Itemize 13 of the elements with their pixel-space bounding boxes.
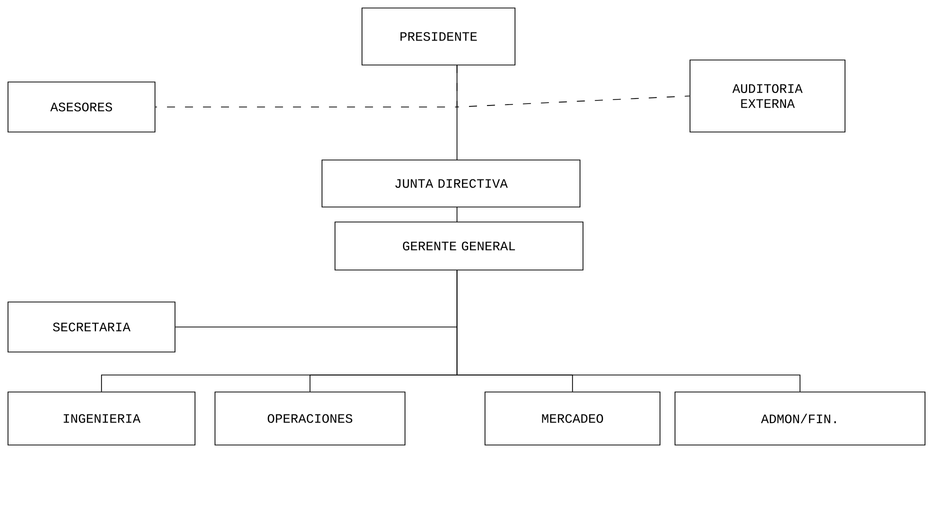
org-box: JUNTA DIRECTIVA	[322, 160, 580, 208]
org-box: SECRETARIA	[8, 302, 176, 352]
connector-line	[456, 64, 690, 108]
org-box: INGENIERIA	[8, 392, 196, 446]
org-box: MERCADEO	[484, 392, 660, 446]
org-box: OPERACIONES	[214, 392, 406, 446]
org-box: GERENTE GENERAL	[334, 222, 584, 270]
connector-line	[456, 270, 800, 392]
org-box: ASESORES	[8, 82, 156, 132]
org-box: AUDITORIA EXTERNA	[690, 60, 846, 132]
connector-line	[456, 206, 458, 222]
org-box: PRESIDENTE	[362, 8, 516, 66]
org-box: ADMON/FIN.	[674, 392, 926, 446]
